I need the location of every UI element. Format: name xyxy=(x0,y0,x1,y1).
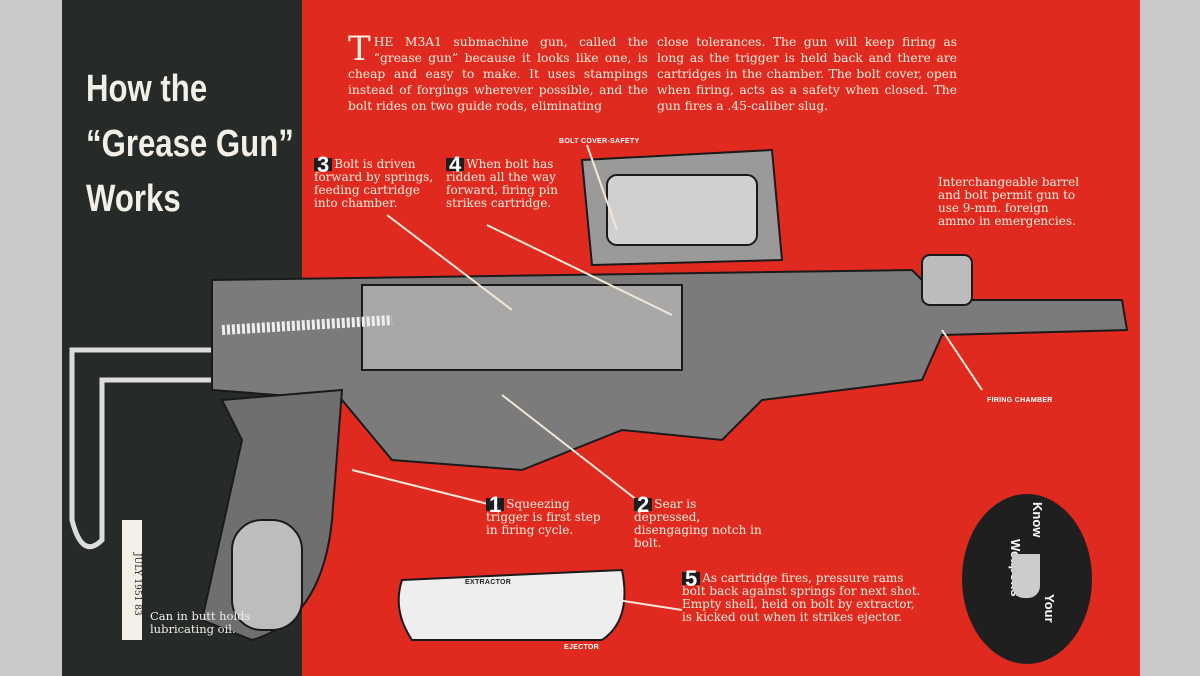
step-number: 1 xyxy=(486,494,505,516)
step-number: 3 xyxy=(314,154,333,176)
step-number: 4 xyxy=(446,154,465,176)
label-firing-chamber: FIRING CHAMBER xyxy=(987,397,1053,404)
step-number: 2 xyxy=(634,494,653,516)
can-note: Can in butt holds lubricating oil. xyxy=(150,609,251,636)
intro-text-1: HE M3A1 submachine gun, called the “grea… xyxy=(348,35,648,113)
badge-word: Your xyxy=(1042,594,1057,623)
page-title: How the “Grease Gun” Works xyxy=(86,62,294,227)
label-ejector: EJECTOR xyxy=(564,644,600,651)
label-extractor: EXTRACTOR xyxy=(465,579,512,586)
badge-word: Know xyxy=(1030,502,1045,538)
step-text: Squeezing trigger is first step in firin… xyxy=(486,497,601,537)
gun-illustration xyxy=(69,144,1129,642)
step-text: When bolt has ridden all the way forward… xyxy=(446,157,558,210)
title-line: How the xyxy=(86,68,208,110)
step-text: As cartridge fires, pressure rams bolt b… xyxy=(682,571,921,624)
barrel-note: Interchangeable barrel and bolt permit g… xyxy=(938,175,1080,228)
title-line: Works xyxy=(86,178,181,220)
drop-cap: T xyxy=(348,29,371,69)
intro-column-2: close tolerances. The gun will keep firi… xyxy=(657,35,957,113)
bullet-icon xyxy=(1012,554,1040,598)
know-your-weapons-badge: Know Your Weapons xyxy=(962,494,1092,664)
step-number: 5 xyxy=(682,568,701,590)
step-text: Bolt is driven forward by springs, feedi… xyxy=(314,157,434,210)
title-line: “Grease Gun” xyxy=(86,123,294,165)
label-bolt-cover: BOLT COVER-SAFETY xyxy=(559,138,640,145)
page-footer: JULY 1951 83 xyxy=(122,520,142,640)
step-text: Sear is depressed, disengaging notch in … xyxy=(634,497,762,550)
